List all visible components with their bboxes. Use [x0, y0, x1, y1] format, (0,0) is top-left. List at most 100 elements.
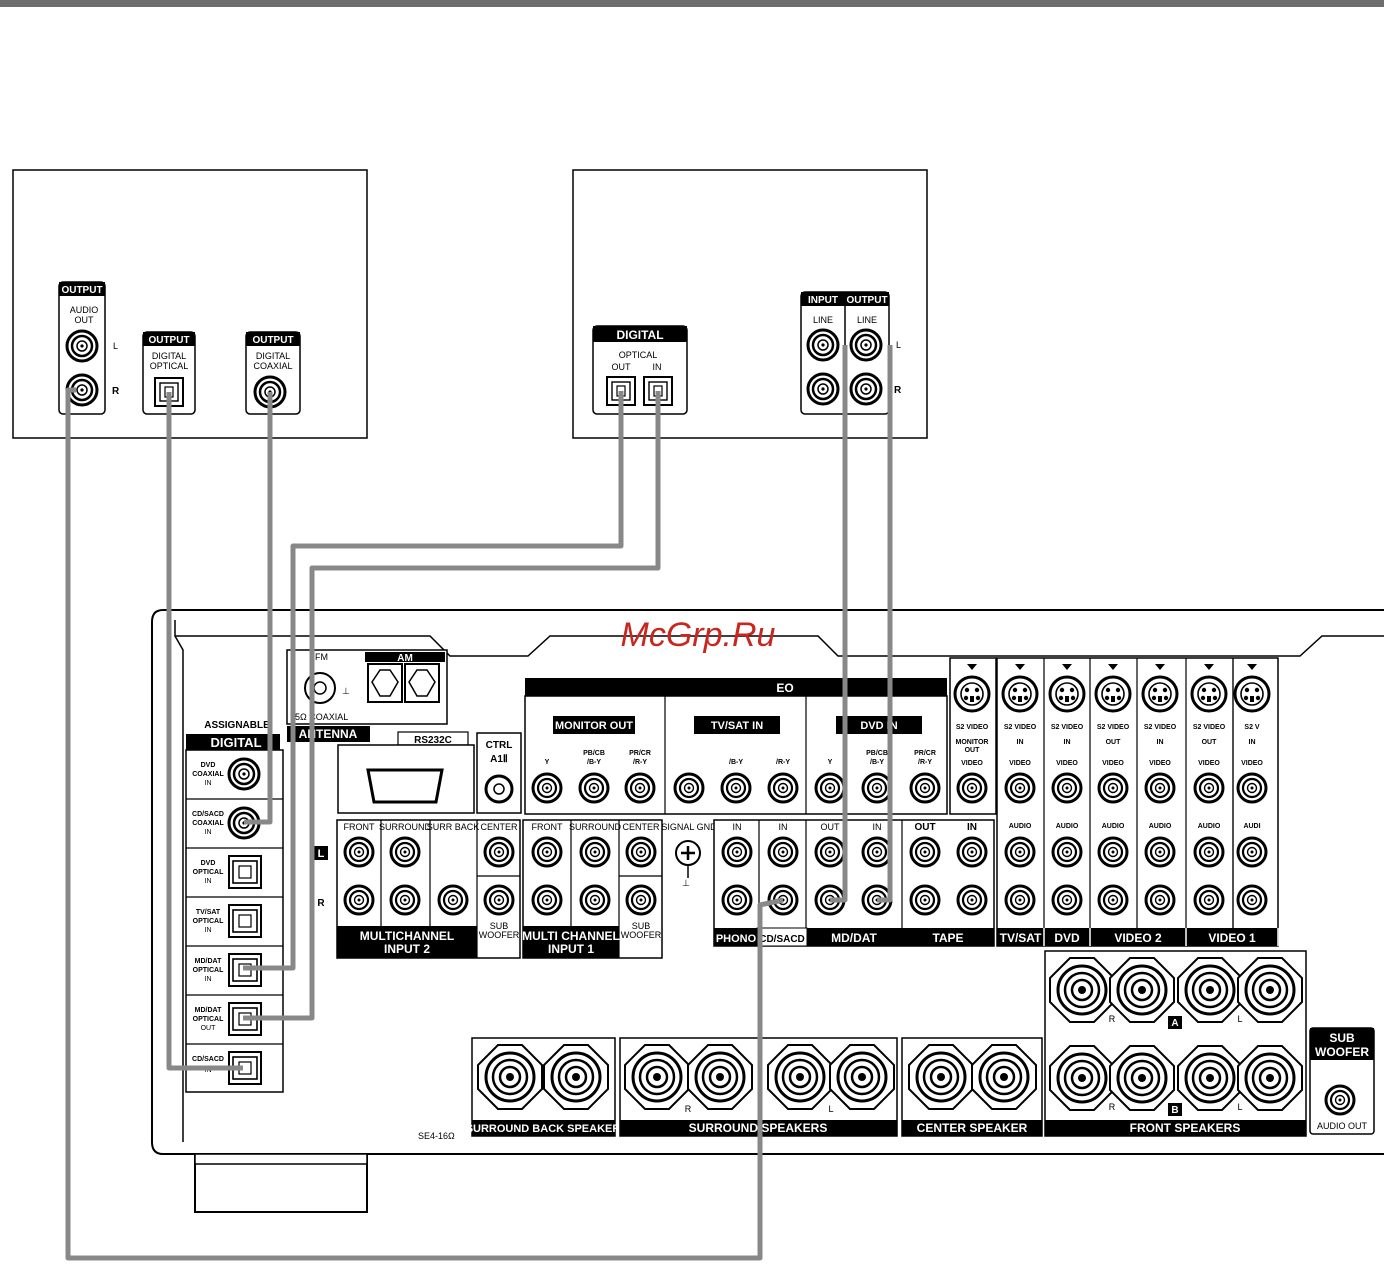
front-b-l-terminal-2[interactable]: [1236, 1044, 1304, 1112]
digital-optical-input-jack[interactable]: [228, 904, 262, 938]
front-a-l-terminal-2[interactable]: [1236, 956, 1304, 1024]
surr-back-speaker-terminal-2[interactable]: [542, 1043, 610, 1111]
cd-l-jack[interactable]: [767, 836, 799, 868]
audio-r-jack[interactable]: [1051, 884, 1083, 916]
audio-out-r-label: R: [112, 386, 120, 397]
composite-video-jack[interactable]: [1051, 772, 1083, 804]
multi1-center-jack[interactable]: [625, 836, 657, 868]
line-in-r-jack[interactable]: [806, 372, 840, 406]
multi1-surround-l-jack[interactable]: [579, 836, 611, 868]
mddat-out-l-jack[interactable]: [814, 836, 846, 868]
audio-l-jack[interactable]: [1236, 836, 1268, 868]
front-a-r-terminal-1[interactable]: [1048, 956, 1116, 1024]
cd-in-text: IN: [779, 822, 788, 832]
multi1-front-r-jack[interactable]: [531, 884, 563, 916]
monitor-out-component-jack[interactable]: [578, 772, 610, 804]
svideo-jack[interactable]: [1233, 675, 1271, 713]
audio-r-jack[interactable]: [1236, 884, 1268, 916]
svideo-direction: IN: [1017, 739, 1024, 746]
multi1-front: FRONT: [532, 822, 563, 832]
tvsat-in-component-jack[interactable]: [720, 772, 752, 804]
monitor-out-component-jack[interactable]: [531, 772, 563, 804]
audio-r-jack[interactable]: [1097, 884, 1129, 916]
digital-optical-input-jack[interactable]: [228, 855, 262, 889]
svideo-jack[interactable]: [1001, 675, 1039, 713]
audio-r-jack[interactable]: [1004, 884, 1036, 916]
line-in-l-jack[interactable]: [806, 328, 840, 362]
video-label: VIDEO: [1102, 760, 1124, 767]
tvsat-in-component-jack[interactable]: [767, 772, 799, 804]
svideo-jack[interactable]: [1094, 675, 1132, 713]
subwoofer-audio-out-jack[interactable]: [1324, 1084, 1356, 1116]
phono-r-jack[interactable]: [721, 884, 753, 916]
surround-r-terminal-1[interactable]: [623, 1043, 691, 1111]
ctrl-label: CTRL: [486, 740, 513, 751]
composite-video-jack[interactable]: [1236, 772, 1268, 804]
tape-out-r-jack[interactable]: [909, 884, 941, 916]
svideo-jack[interactable]: [953, 675, 991, 713]
audio-l-jack[interactable]: [1004, 836, 1036, 868]
rs232c-port[interactable]: [366, 768, 444, 804]
composite-video-jack[interactable]: [1193, 772, 1225, 804]
audio-l-jack[interactable]: [1144, 836, 1176, 868]
multi2-surr-back-jack[interactable]: [437, 884, 469, 916]
dvd-in-component-jack[interactable]: [909, 772, 941, 804]
surround-l-terminal-1[interactable]: [766, 1043, 834, 1111]
phono-l-jack[interactable]: [721, 836, 753, 868]
receiver-chassis: [151, 609, 1384, 1155]
multi2-surround-l-jack[interactable]: [389, 836, 421, 868]
tape-out-l-jack[interactable]: [909, 836, 941, 868]
multi1-surround-r-jack[interactable]: [579, 884, 611, 916]
audio-l-jack[interactable]: [1097, 836, 1129, 868]
tape-in-r-jack[interactable]: [956, 884, 988, 916]
line-out-l-jack[interactable]: [849, 328, 883, 362]
audio-label: AUDIO: [1009, 823, 1032, 830]
ctrl-jack[interactable]: [484, 774, 514, 804]
center-speaker-terminal-1[interactable]: [907, 1043, 975, 1111]
multi2-front-l-jack[interactable]: [343, 836, 375, 868]
front-a-r-terminal-2[interactable]: [1108, 956, 1176, 1024]
tvsat-in-component-jack[interactable]: [673, 772, 705, 804]
multi2-sub-jack[interactable]: [483, 884, 515, 916]
multi1-front-l-jack[interactable]: [531, 836, 563, 868]
multi2-front-r-jack[interactable]: [343, 884, 375, 916]
front-a-l-terminal-1[interactable]: [1176, 956, 1244, 1024]
digital-coaxial-input-jack[interactable]: [227, 757, 261, 791]
surr-back-speaker-terminal-1[interactable]: [476, 1043, 544, 1111]
composite-video-jack[interactable]: [1004, 772, 1036, 804]
front-b-l-terminal-1[interactable]: [1176, 1044, 1244, 1112]
surround-l-terminal-2[interactable]: [828, 1043, 896, 1111]
audio-out-l-jack[interactable]: [65, 329, 99, 363]
audio-l-jack[interactable]: [1051, 836, 1083, 868]
tape-in-l-jack[interactable]: [956, 836, 988, 868]
surround-r-terminal-2[interactable]: [686, 1043, 754, 1111]
composite-video-jack[interactable]: [1144, 772, 1176, 804]
center-speaker-terminal-2[interactable]: [970, 1043, 1038, 1111]
front-b-r-terminal-1[interactable]: [1048, 1044, 1116, 1112]
audio-l-jack[interactable]: [1193, 836, 1225, 868]
monitor-out-label: MONITOR OUT: [555, 720, 633, 732]
svideo-label: S2 VIDEO: [1193, 724, 1226, 731]
svideo-label: S2 V: [1244, 724, 1260, 731]
svideo-jack[interactable]: [1048, 675, 1086, 713]
mddat-in-l-jack[interactable]: [861, 836, 893, 868]
multi2-label-2: INPUT 2: [384, 942, 430, 956]
svideo-jack[interactable]: [1141, 675, 1179, 713]
composite-video-jack[interactable]: [956, 772, 988, 804]
multi2-surr-back: SURR BACK: [427, 822, 480, 832]
composite-video-jack[interactable]: [1097, 772, 1129, 804]
monitor-out-component-jack[interactable]: [624, 772, 656, 804]
line-out-r-jack[interactable]: [849, 372, 883, 406]
audio-r-jack[interactable]: [1144, 884, 1176, 916]
dvd-in-component-jack[interactable]: [861, 772, 893, 804]
svideo-jack[interactable]: [1190, 675, 1228, 713]
multi2-center-jack[interactable]: [483, 836, 515, 868]
tvsat-in-label: TV/SAT IN: [711, 720, 763, 732]
multi2-surround-r-jack[interactable]: [389, 884, 421, 916]
center-speaker-label: CENTER SPEAKER: [917, 1121, 1028, 1135]
audio-r-jack[interactable]: [1193, 884, 1225, 916]
monitor-out-jack-label: PB/CB: [583, 750, 605, 757]
multi1-sub-jack[interactable]: [625, 884, 657, 916]
dvd-in-component-jack[interactable]: [814, 772, 846, 804]
front-b-r-terminal-2[interactable]: [1108, 1044, 1176, 1112]
